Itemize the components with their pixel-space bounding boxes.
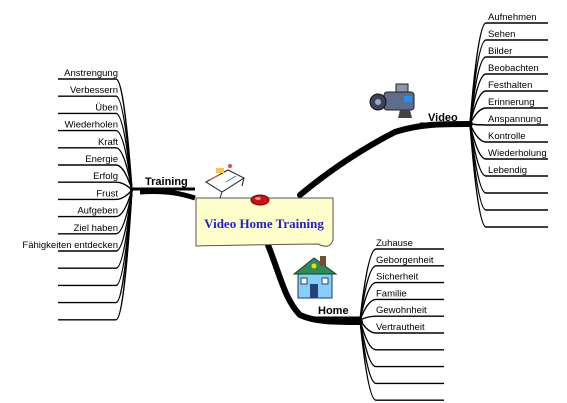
home-leaf-label: Zuhause: [376, 238, 413, 249]
video-camera-icon: [369, 83, 415, 118]
training-leaf-line: [58, 189, 133, 287]
video-connector: [297, 121, 473, 198]
training-connector: [139, 189, 196, 201]
training-leaf-line: [58, 189, 133, 321]
training-leaf-label: Fähigkeiten entdecken: [22, 240, 118, 251]
red-pin-icon: [250, 194, 270, 206]
training-label: Training: [145, 176, 188, 188]
training-leaf-line: [58, 164, 133, 191]
home-leaf-line: [359, 319, 444, 334]
training-leaf-line: [58, 129, 133, 191]
house-icon: [292, 256, 338, 299]
home-leaf-label: Vertrautheit: [376, 322, 425, 333]
home-leaf-line: [359, 315, 444, 321]
home-leaf-label: Gewohnheit: [376, 305, 427, 316]
video-leaf-label: Kontrolle: [488, 131, 526, 142]
video-leaf-line: [469, 90, 548, 125]
training-leaf-label: Energie: [85, 154, 118, 165]
training-leaf-line: [58, 181, 133, 191]
home-leaf-line: [359, 298, 444, 321]
home-connector: [265, 242, 363, 325]
video-leaf-label: Festhalten: [488, 80, 532, 91]
video-leaf-label: Bilder: [488, 46, 512, 57]
video-leaf-label: Erinnerung: [488, 97, 534, 108]
training-leaves: AnstrengungVerbessernÜbenWiederholenKraf…: [22, 68, 133, 321]
training-leaf-label: Frust: [96, 188, 118, 199]
training-leaf-label: Ziel haben: [74, 223, 118, 234]
training-leaf-label: Kraft: [98, 137, 118, 148]
home-leaf-label: Familie: [376, 288, 407, 299]
video-leaf-line: [469, 73, 548, 125]
training-leaf-line: [58, 189, 133, 201]
training-leaf-line: [58, 147, 133, 191]
central-title: Video Home Training: [204, 216, 324, 231]
training-leaf-label: Erfolg: [93, 171, 118, 182]
training-leaf-label: Wiederholen: [65, 120, 118, 131]
video-leaf-label: Anspannung: [488, 114, 541, 125]
home-leaf-line: [359, 319, 444, 401]
home-label: Home: [318, 305, 349, 317]
video-leaf-line: [469, 123, 548, 126]
training-leaf-label: Verbessern: [70, 85, 118, 96]
video-leaf-label: Aufnehmen: [488, 12, 537, 23]
training-leaf-label: Aufgeben: [77, 206, 118, 217]
video-leaf-label: Sehen: [488, 29, 515, 40]
home-leaves: ZuhauseGeborgenheitSicherheitFamilieGewo…: [359, 238, 444, 401]
training-leaf-label: Üben: [95, 102, 118, 113]
training-leaf-label: Anstrengung: [64, 68, 118, 79]
video-leaf-line: [469, 107, 548, 125]
video-leaf-line: [469, 123, 548, 143]
video-leaves: AufnehmenSehenBilderBeobachtenFesthalten…: [469, 12, 548, 228]
central-node[interactable]: Video Home Training: [195, 197, 334, 247]
home-leaf-line: [359, 281, 444, 321]
video-leaf-line: [469, 123, 548, 228]
home-leaf-label: Sicherheit: [376, 272, 419, 283]
home-leaf-line: [359, 265, 444, 321]
video-label: Video: [428, 112, 458, 124]
sketch-pad-icon: [205, 164, 246, 199]
video-leaf-label: Lebendig: [488, 165, 527, 176]
video-leaf-label: Beobachten: [488, 63, 539, 74]
video-leaf-label: Wiederholung: [488, 148, 547, 159]
home-leaf-label: Geborgenheit: [376, 255, 434, 266]
